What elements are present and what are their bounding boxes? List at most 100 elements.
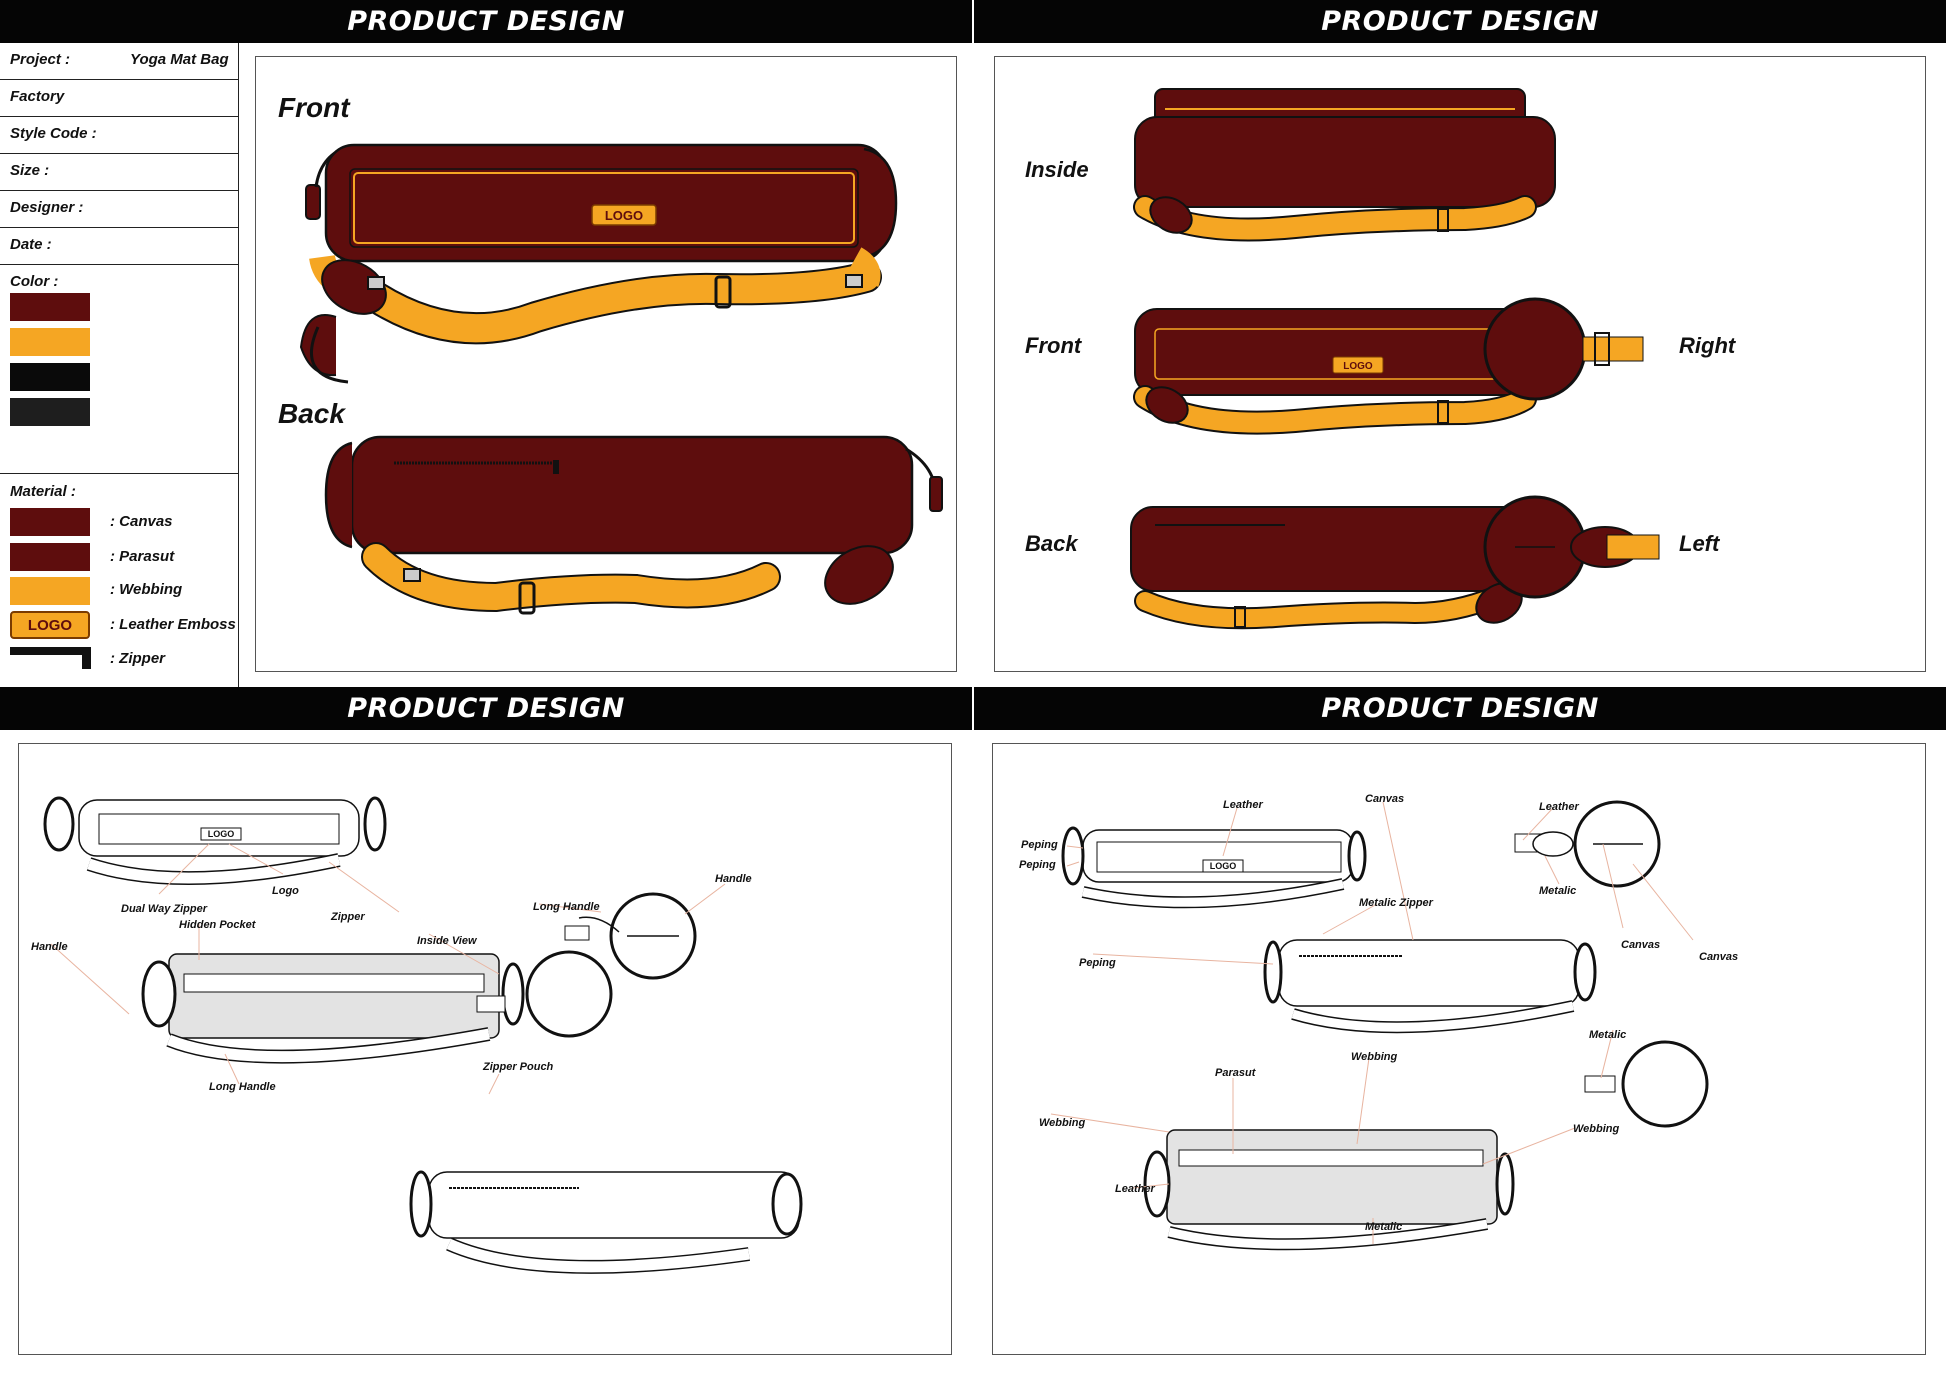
material-webbing: : Webbing [110,581,183,598]
material-callout-drawing: LOGO [1019,793,1738,1251]
spec-divider [0,473,238,474]
back-label: Back [1025,531,1079,556]
bag-left-end-view [1483,495,1660,599]
spec-row-size: Size : [0,154,238,191]
outline-bag-front: LOGO [1061,826,1367,909]
material-zipper: : Zipper [110,650,165,667]
material-swatch-logo: LOGO [10,611,90,639]
project-value: Yoga Mat Bag [130,51,229,68]
outline-logo-text: LOGO [1210,861,1237,871]
outline-bag-front: LOGO [43,796,387,885]
zipper-pull-icon [82,647,91,669]
spec-sheet: Project : Yoga Mat Bag Factory Style Cod… [0,43,239,687]
annotated-outline-drawing: LOGO [31,796,803,1274]
bag-back-view [1130,506,1542,630]
logo-badge-text: LOGO [27,616,73,634]
left-label: Left [1679,531,1721,556]
label-parasut: Parasut [1215,1067,1257,1079]
panel-header: PRODUCT DESIGN [974,0,1946,43]
label-canvas-top: Canvas [1365,793,1404,805]
color-label: Color : [10,273,59,290]
spec-row-designer: Designer : [0,191,238,228]
label-logo: Logo [272,885,299,897]
drawing-frame: LOGO [18,743,952,1355]
panel-header: PRODUCT DESIGN [0,687,972,730]
size-label: Size : [10,162,50,179]
label-peping-2: Peping [1019,859,1056,871]
bag-front-view: LOGO [299,143,898,384]
material-leather: : Leather Emboss [110,616,236,633]
label-metalic-end: Metalic [1539,885,1576,897]
label-zipper-pouch: Zipper Pouch [482,1061,554,1073]
label-webbing-left: Webbing [1039,1117,1086,1129]
outline-bag-back [409,1170,803,1274]
style-code-label: Style Code : [10,125,97,142]
color-swatch-orange [10,328,90,356]
label-webbing-top: Webbing [1351,1051,1398,1063]
spec-row-style: Style Code : [0,117,238,154]
material-swatch-zipper [10,647,90,655]
label-webbing-right: Webbing [1573,1123,1620,1135]
bag-front-back-drawing: Front LOGO [278,92,943,615]
inside-label: Inside [1025,157,1089,182]
annotation-labels: Dual Way Zipper Logo Zipper Hidden Pocke… [31,873,752,1093]
label-leather-end: Leather [1539,801,1579,813]
label-handle-left: Handle [31,941,68,953]
outline-bag-inside [1143,1129,1515,1251]
material-swatch-webbing [10,577,90,605]
label-long-handle-top: Long Handle [533,901,600,913]
outline-end-views [1514,800,1709,1128]
drawing-frame: LOGO [992,743,1926,1355]
annotation-lines [1050,801,1694,1244]
spec-row-factory: Factory [0,80,238,117]
panel-material-callouts: PRODUCT DESIGN LOGO [974,687,1946,1374]
label-peping-3: Peping [1079,957,1116,969]
label-dual-way-zipper: Dual Way Zipper [121,903,208,915]
annotation-lines [50,843,726,1095]
material-canvas: : Canvas [110,513,173,530]
material-swatch-parasut [10,543,90,571]
outline-bag-back [1263,939,1597,1034]
label-metalic-bottom: Metalic [1365,1221,1402,1233]
label-inside-view: Inside View [417,935,478,947]
back-label: Back [278,398,346,429]
drawing-frame: Inside Front Back Right Left LOGO [994,56,1926,672]
outline-logo-text: LOGO [208,829,235,839]
outline-end-views [476,892,697,1038]
front-label: Front [1025,333,1083,358]
designer-label: Designer : [10,199,84,216]
color-swatch-black [10,363,90,391]
panel-header: PRODUCT DESIGN [974,687,1946,730]
drawing-frame: Front LOGO [255,56,957,672]
bag-right-end-view [1483,297,1644,401]
label-peping-1: Peping [1021,839,1058,851]
panel-front-back: PRODUCT DESIGN Project : Yoga Mat Bag Fa… [0,0,972,687]
spec-row-date: Date : [0,228,238,265]
panel-annotated-outline: PRODUCT DESIGN LOGO [0,687,972,1374]
bag-back-view [324,435,943,615]
outline-bag-inside [141,953,525,1064]
color-swatch-dark [10,398,90,426]
right-label: Right [1679,333,1737,358]
material-parasut: : Parasut [110,548,175,565]
panel-multi-view: PRODUCT DESIGN Inside Front Back Right L… [974,0,1946,687]
label-leather-bottom: Leather [1115,1183,1155,1195]
label-hidden-pocket: Hidden Pocket [179,919,257,931]
factory-label: Factory [10,88,65,105]
material-label: Material : [10,483,76,500]
label-long-handle-bottom: Long Handle [209,1081,276,1093]
label-handle-right: Handle [715,873,752,885]
front-logo-text: LOGO [1343,361,1373,372]
color-swatch-maroon [10,293,90,321]
label-leather-top: Leather [1223,799,1263,811]
project-label: Project : [10,51,71,68]
annotation-labels: Leather Canvas Peping Peping Leather Met… [1019,793,1738,1233]
label-metalic-lower: Metalic [1589,1029,1626,1041]
spec-row-project: Project : Yoga Mat Bag [0,43,238,80]
panel-header: PRODUCT DESIGN [0,0,972,43]
material-swatch-canvas [10,508,90,536]
label-zipper: Zipper [330,911,365,923]
bag-multi-view-drawing: Inside Front Back Right Left LOGO [1025,88,1737,630]
bag-inside-view [1133,88,1556,242]
front-label: Front [278,92,351,123]
